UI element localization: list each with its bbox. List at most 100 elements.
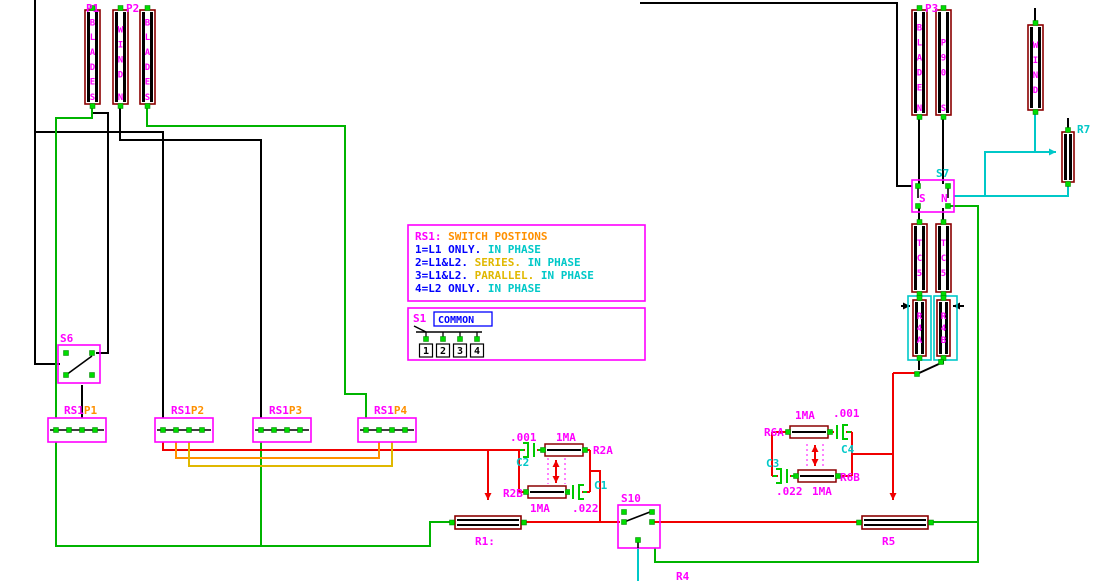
wire-black-left-feed[interactable] [34, 0, 60, 365]
pin [89, 103, 96, 109]
wire-red-switch-down[interactable] [889, 373, 897, 500]
label-c2-value: .001 [510, 431, 537, 444]
pin [649, 519, 655, 525]
wire-green-right-loop[interactable] [654, 205, 979, 563]
pin [173, 427, 179, 433]
pin [835, 473, 841, 479]
pin [1032, 109, 1039, 115]
pin [402, 427, 408, 433]
common-label-frame [433, 311, 493, 327]
switch-arm-output[interactable] [916, 362, 942, 375]
res-r6b[interactable] [793, 469, 841, 483]
pin [916, 114, 923, 120]
note-line: 4=L2 ONLY. IN PHASE [415, 282, 541, 295]
wire-cyan-s7-r7[interactable] [954, 151, 1040, 197]
pin [928, 519, 934, 526]
arrowhead [903, 302, 910, 310]
position-number: 4 [474, 346, 480, 357]
coil-tc5-a[interactable]: TC5 [911, 219, 928, 297]
wire-red-rs1p2-network[interactable] [162, 442, 519, 451]
coil-text: 4 [941, 324, 947, 334]
wire-red-net1-out[interactable] [590, 470, 601, 522]
note-line: 2=L1&L2. SERIES. IN PHASE [415, 256, 581, 269]
wire-cyan-r7-wiper[interactable] [1040, 148, 1056, 156]
cap-c4[interactable] [829, 423, 851, 441]
coil-text: 0 [941, 69, 946, 79]
res-r2b[interactable] [523, 485, 571, 499]
switch-rs1p3[interactable] [252, 417, 312, 443]
label-r1: R1: [475, 535, 495, 548]
coil-text: W [1033, 41, 1039, 51]
pin [1032, 20, 1039, 26]
label-r2b: R2B [503, 487, 523, 500]
label-r2a-value: 1MA [556, 431, 576, 444]
cap-c2[interactable] [520, 441, 542, 459]
switch-s7[interactable] [911, 179, 955, 213]
pin [186, 427, 192, 433]
pin [938, 359, 944, 365]
coil-text: L [917, 39, 923, 49]
res-r6a[interactable] [785, 425, 833, 439]
position-box[interactable] [418, 343, 434, 358]
wire-black-p1-to-s6[interactable] [91, 104, 109, 354]
coil-text: D [1033, 86, 1039, 96]
wire-red-r1-wiper[interactable] [484, 450, 492, 500]
label-s7: S7 [936, 167, 949, 180]
pot-r7[interactable] [1061, 127, 1075, 187]
pot-r1[interactable] [449, 515, 527, 530]
wire-cyan-r7-bottom[interactable] [985, 184, 1069, 197]
arrowhead [1049, 148, 1056, 156]
position-box[interactable] [452, 343, 468, 358]
switch-s6[interactable] [57, 344, 101, 384]
pin [63, 350, 69, 356]
coil-text: T [941, 239, 947, 249]
pin [521, 519, 527, 526]
switch-s10[interactable] [617, 504, 661, 549]
switch-rs1p1[interactable] [47, 417, 107, 443]
coil-tc5-b[interactable]: TC5 [935, 219, 952, 297]
cap-c1[interactable] [565, 483, 587, 501]
res-r2a[interactable] [540, 443, 588, 457]
gang-link-r2[interactable] [552, 460, 560, 483]
wire-black-feed-rs1p2[interactable] [35, 131, 164, 418]
pot-r5[interactable] [856, 515, 934, 530]
label-s6: S6 [60, 332, 74, 345]
wire-green-p2b-rs1p4[interactable] [146, 104, 367, 418]
wire-black-top-right[interactable] [640, 2, 912, 187]
wire-yellow-rs1p2-rs1p4[interactable] [188, 442, 393, 467]
note-line: RS1: SWITCH POSTIONS [415, 230, 547, 243]
cap-c3[interactable] [773, 467, 795, 485]
position-number: 1 [423, 346, 429, 357]
pin [916, 5, 923, 11]
pot-r4a[interactable]: R4A [912, 295, 927, 361]
r4b-wiper-arrow[interactable] [953, 302, 964, 310]
position-box[interactable] [469, 343, 485, 358]
label-c4: C4 [841, 443, 855, 456]
coil-text: D [917, 69, 923, 79]
wire-orange-rs1p2-rs1p4[interactable] [175, 442, 380, 459]
pin [160, 427, 166, 433]
gang-link-r6[interactable] [811, 445, 819, 466]
wire-black-p2-to-rs1p3[interactable] [119, 104, 262, 418]
switch-arm[interactable] [413, 325, 427, 333]
coil-text: E [90, 78, 95, 88]
label-s7-pole-s: S [919, 192, 926, 205]
wire-green-p1-rs1p1[interactable] [55, 104, 93, 418]
switch-rs1p2[interactable] [154, 417, 214, 443]
arrowhead [889, 493, 897, 500]
label-r5: R5 [882, 535, 895, 548]
switch-rs1p4[interactable] [357, 417, 417, 443]
wire-green-bottom-left[interactable] [55, 442, 452, 547]
position-box[interactable] [435, 343, 451, 358]
common-label: COMMON [438, 315, 474, 326]
pot-r4b[interactable]: R4B [936, 295, 951, 361]
